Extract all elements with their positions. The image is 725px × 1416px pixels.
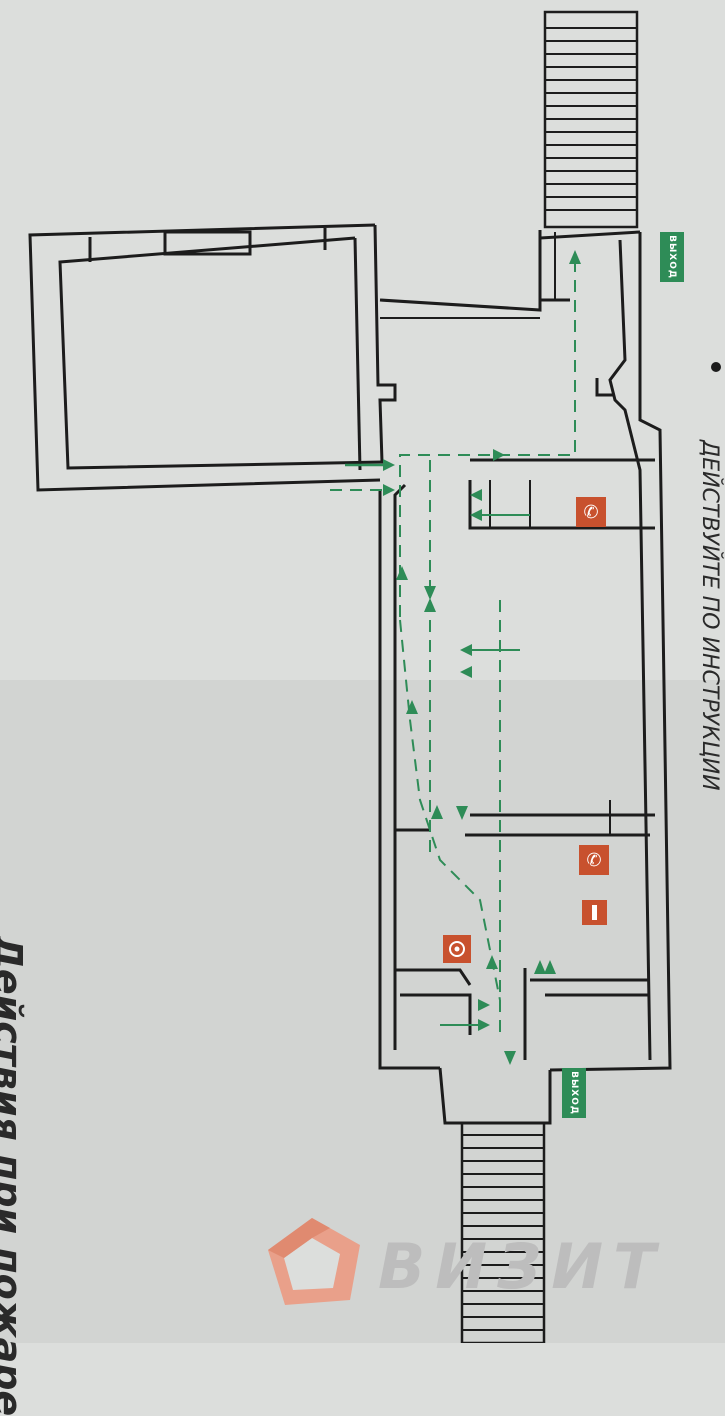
evacuation-plan: ✆ ✆ ВЫХОД ВЫХОД Действия при пожаре ДЕЙС…: [0, 10, 725, 1416]
arrow-right: [493, 449, 505, 461]
hall-right-inner: [353, 237, 362, 471]
window: [163, 230, 252, 256]
arrow-up: [534, 960, 546, 974]
arrow-left: [460, 666, 472, 678]
arrow-left: [470, 509, 482, 521]
phone-glyph: ✆: [583, 502, 598, 523]
corridor-left-wall: [378, 490, 440, 1070]
brand: ВИЗИТ: [268, 1212, 708, 1312]
top-room-wall: [538, 230, 570, 302]
arrow-left: [460, 644, 472, 656]
partition-middle: [468, 480, 655, 530]
floor-plan: ✆ ✆: [0, 10, 725, 1345]
arrow-up: [396, 566, 408, 580]
arrow-up: [544, 960, 556, 974]
arrow-up: [431, 805, 443, 819]
exit-sign-top: ВЫХОД: [660, 232, 684, 282]
arrow-right: [478, 999, 490, 1011]
right-outer-wall: [549, 232, 672, 1072]
hall-right-wall: [373, 224, 397, 463]
exit-label: ВЫХОД: [569, 1071, 580, 1115]
exit-label: ВЫХОД: [667, 235, 678, 279]
arrow-right: [478, 1019, 490, 1031]
corridor-left-inner: [393, 483, 407, 1050]
phone-glyph: ✆: [586, 850, 601, 871]
arrow-left: [470, 489, 482, 501]
hall-inner-wall: [58, 236, 386, 470]
arrow-down: [504, 1051, 516, 1065]
arrow-right: [383, 459, 395, 471]
lower-room-top: [395, 968, 472, 986]
arrow-up: [424, 598, 436, 612]
bullet-dot: [711, 362, 721, 372]
bottom-entry: [438, 1067, 552, 1125]
alarm-glyph: [449, 941, 465, 957]
stair-treads: [462, 27, 637, 1331]
lower-room-inner: [400, 993, 472, 1035]
safety-signs: ✆ ✆: [443, 497, 609, 963]
route-arrows: [345, 250, 581, 1065]
extinguisher-glyph: [592, 905, 597, 920]
hall-outer-wall: [28, 223, 381, 492]
paper-fold-shade: [0, 680, 725, 1343]
wall-notch: [595, 378, 615, 397]
brand-logo-icon: [268, 1218, 360, 1305]
top-caption: ДЕЙСТВУЙТЕ ПО ИНСТРУКЦИИ: [697, 440, 722, 791]
arrow-up: [569, 250, 581, 264]
route-lower: [399, 619, 501, 1001]
arrow-up: [406, 700, 418, 714]
exit-sign-bottom: ВЫХОД: [562, 1068, 586, 1118]
alarm-glyph-dot: [454, 946, 460, 952]
evacuation-route: [330, 260, 576, 1040]
phone-icon: [576, 497, 606, 527]
plan-title: Действия при пожаре: [0, 935, 30, 1416]
arrow-down: [424, 586, 436, 600]
arrow-right: [383, 484, 395, 496]
right-inner-wall: [608, 239, 652, 1061]
arrow-down: [456, 806, 468, 820]
walls: [28, 10, 672, 1345]
brand-name: ВИЗИТ: [378, 1230, 666, 1303]
route-main: [399, 260, 576, 620]
arrow-up: [486, 955, 498, 969]
phone-icon: [579, 845, 609, 875]
